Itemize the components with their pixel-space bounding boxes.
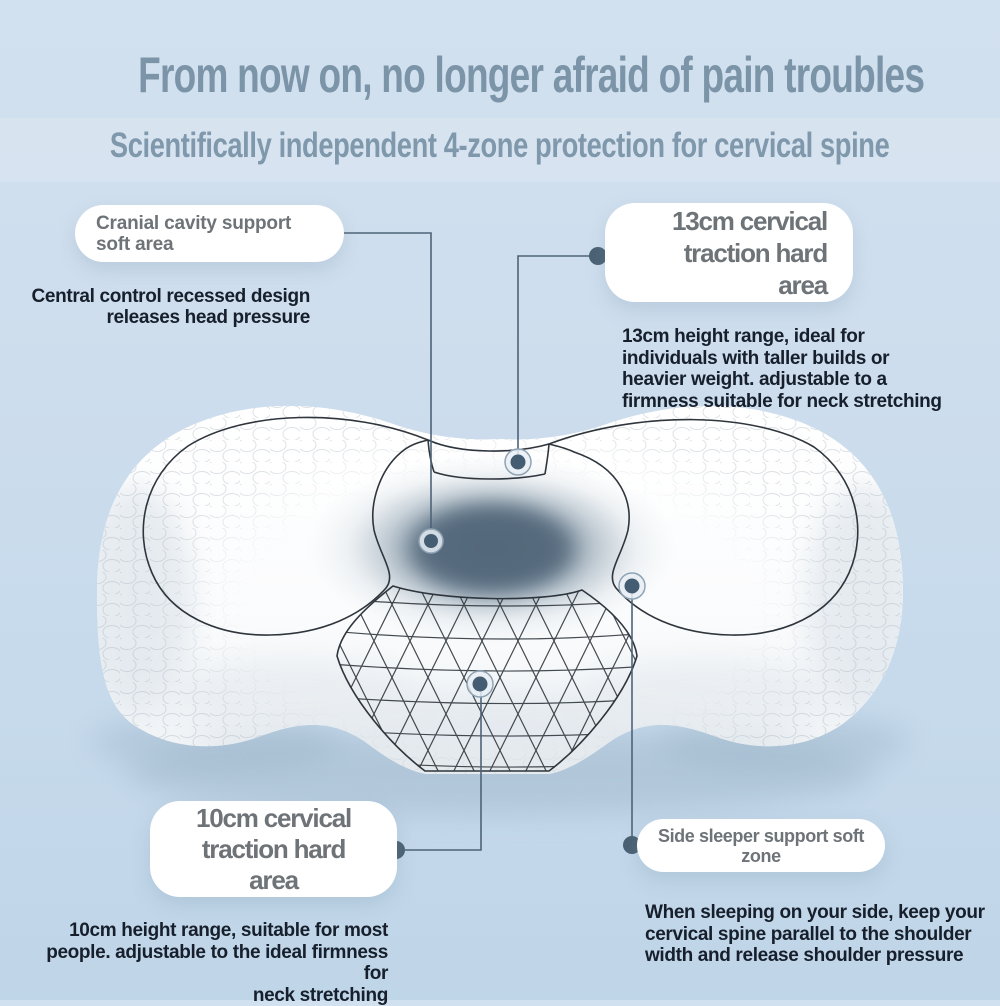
page-title-text: From now on, no longer afraid of pain tr… (138, 44, 924, 106)
page-title: From now on, no longer afraid of pain tr… (0, 44, 1000, 106)
desc-side-line1: When sleeping on your side, keep your (645, 902, 985, 924)
callout-10cm-line1: 10cm cervical (150, 803, 397, 834)
connector-13cm (518, 256, 598, 461)
page-subtitle: Scientifically independent 4-zone protec… (0, 120, 1000, 172)
callout-13cm-traction: 13cm cervical traction hard area (605, 203, 853, 302)
desc-13cm-line1: 13cm height range, ideal for (622, 326, 1000, 348)
callout-10cm-line2: traction hard (150, 834, 397, 865)
callout-13cm-line3: area (605, 269, 827, 301)
desc-10cm-line2: people. adjustable to the ideal firmness… (26, 942, 388, 985)
callout-13cm-line2: traction hard (605, 237, 827, 269)
page-subtitle-text: Scientifically independent 4-zone protec… (110, 120, 889, 172)
callout-side-sleeper: Side sleeper support soft zone (637, 819, 885, 872)
callout-13cm-line1: 13cm cervical (605, 205, 827, 237)
desc-13cm-line2: individuals with taller builds or (622, 348, 1000, 370)
marker-head-recess (419, 529, 443, 553)
desc-10cm-line3: neck stretching (26, 985, 388, 1006)
marker-side-zone (619, 573, 645, 599)
desc-cranial-line1: Central control recessed design (18, 286, 310, 307)
callout-10cm-line3: area (150, 865, 397, 896)
desc-cranial-line2: releases head pressure (18, 307, 310, 328)
desc-side-line3: width and release shoulder pressure (645, 945, 985, 967)
callout-10cm-traction: 10cm cervical traction hard area (150, 801, 397, 897)
marker-neck-roll (505, 449, 531, 475)
desc-10cm-traction: 10cm height range, suitable for most peo… (26, 920, 388, 1006)
callout-cranial-line1: Cranial cavity support (96, 213, 344, 234)
callout-side-line1: Side sleeper support soft zone (637, 826, 885, 866)
desc-13cm-line3: heavier weight. adjustable to a (622, 369, 1000, 391)
callout-cranial-support: Cranial cavity support soft area (75, 205, 344, 262)
desc-10cm-line1: 10cm height range, suitable for most (26, 920, 388, 942)
desc-13cm-traction: 13cm height range, ideal for individuals… (622, 326, 1000, 412)
desc-side-sleeper: When sleeping on your side, keep your ce… (645, 902, 985, 967)
desc-13cm-line4: firmness suitable for neck stretching (622, 391, 1000, 413)
callout-cranial-line2: soft area (96, 234, 344, 255)
desc-cranial-support: Central control recessed design releases… (18, 286, 310, 328)
marker-traction-grid (467, 671, 493, 697)
desc-side-line2: cervical spine parallel to the shoulder (645, 924, 985, 946)
